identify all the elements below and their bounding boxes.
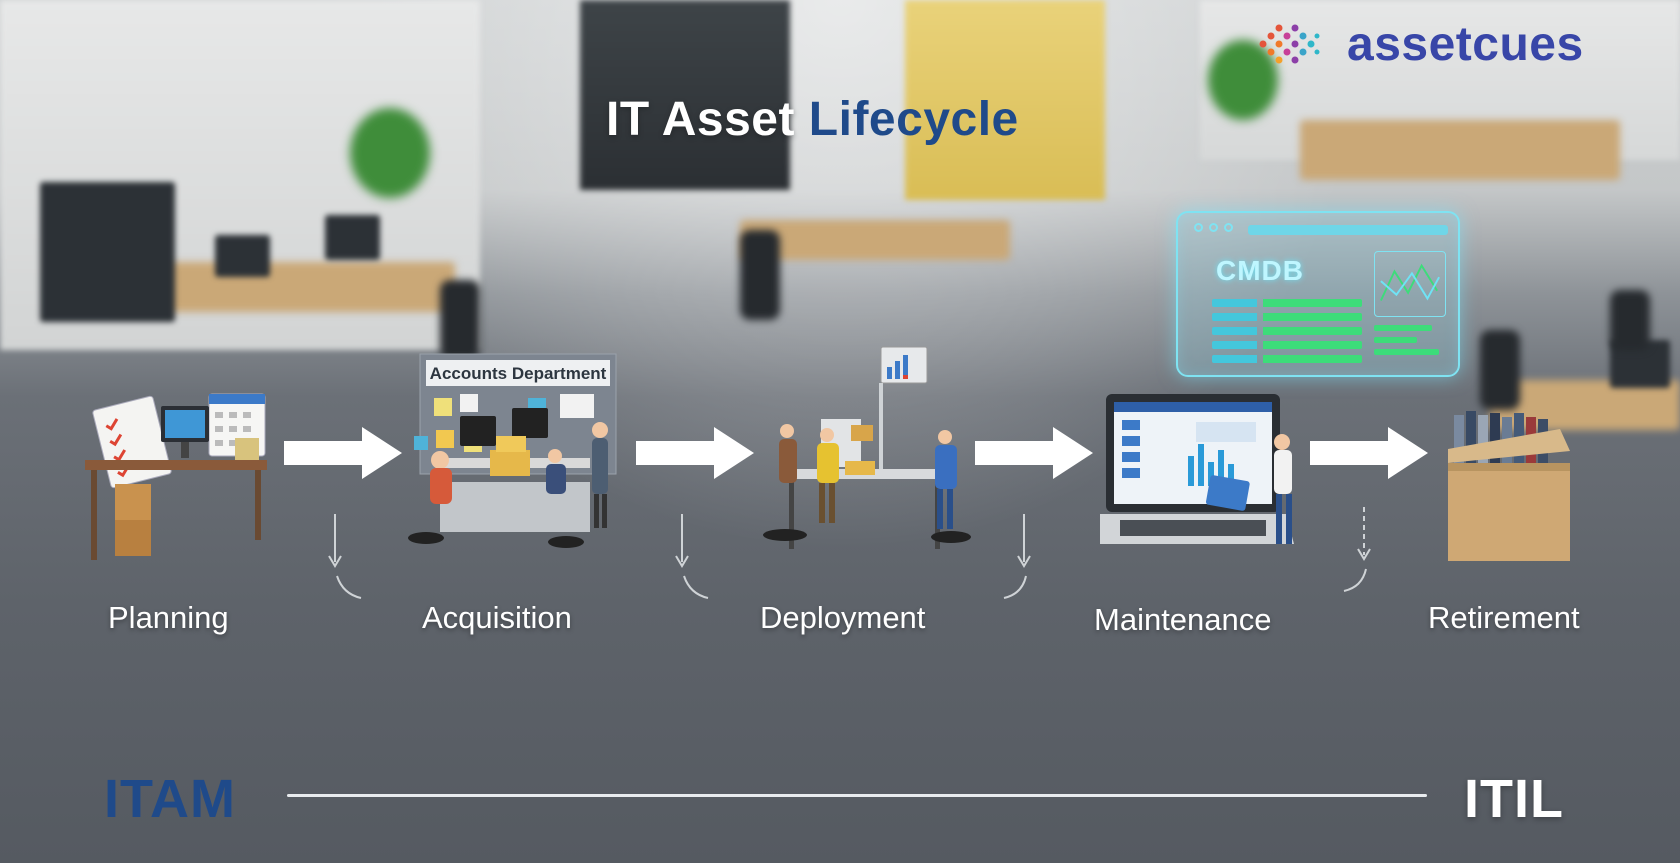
window-controls (1194, 223, 1233, 232)
cmdb-dashboard-panel: CMDB (1176, 211, 1460, 377)
data-rows (1212, 299, 1362, 369)
background-chair (440, 280, 480, 360)
background-cabinet (40, 182, 175, 322)
down-curve-icon (675, 514, 709, 599)
cmdb-label: CMDB (1216, 255, 1304, 286)
stage-label-deployment: Deployment (760, 600, 926, 635)
acquisition-scene-icon: Accounts Department (408, 353, 617, 548)
background-desk (740, 220, 1010, 260)
divider-line (287, 794, 1427, 797)
planning-scene-icon (85, 393, 267, 560)
footer-itil: ITIL (1464, 769, 1564, 829)
background-chair (1480, 330, 1520, 410)
arrow-right-icon (1310, 427, 1428, 479)
background-window (580, 0, 790, 190)
background-yellow-wall (905, 0, 1105, 200)
background-monitor (325, 215, 380, 260)
deployment-scene-icon (763, 346, 971, 549)
stage-label-planning: Planning (108, 600, 229, 635)
title-part-white: IT Asset (606, 93, 809, 146)
brand-logo: assetcues (1255, 16, 1584, 72)
board-title: Accounts Department (430, 364, 607, 383)
maintenance-scene-icon (1100, 394, 1294, 544)
stage-label-retirement: Retirement (1428, 600, 1580, 635)
mini-bars (1374, 325, 1446, 361)
page-title: IT Asset Lifecycle (606, 92, 1019, 147)
background-plant (1208, 40, 1278, 120)
footer-itam: ITAM (104, 769, 236, 829)
brand-name: assetcues (1347, 17, 1584, 71)
down-curve-icon (1003, 514, 1031, 599)
stage-label-maintenance: Maintenance (1094, 602, 1272, 637)
background-desk (1300, 120, 1620, 180)
title-part-blue: Lifecycle (808, 93, 1019, 146)
arrow-right-icon (975, 427, 1093, 479)
background-chair (1610, 290, 1650, 350)
retirement-scene-icon (1448, 411, 1570, 561)
arrow-right-icon (636, 427, 754, 479)
down-curve-icon (1343, 507, 1371, 592)
arrow-right-icon (284, 427, 402, 479)
stage-label-acquisition: Acquisition (422, 600, 572, 635)
background-monitor (215, 235, 270, 277)
down-curve-icon (328, 514, 362, 599)
background-chair (740, 230, 780, 320)
assetcues-logo-icon (1259, 24, 1320, 64)
background-plant (350, 108, 430, 198)
title-bar (1248, 225, 1448, 235)
network-chart-icon (1374, 251, 1446, 317)
